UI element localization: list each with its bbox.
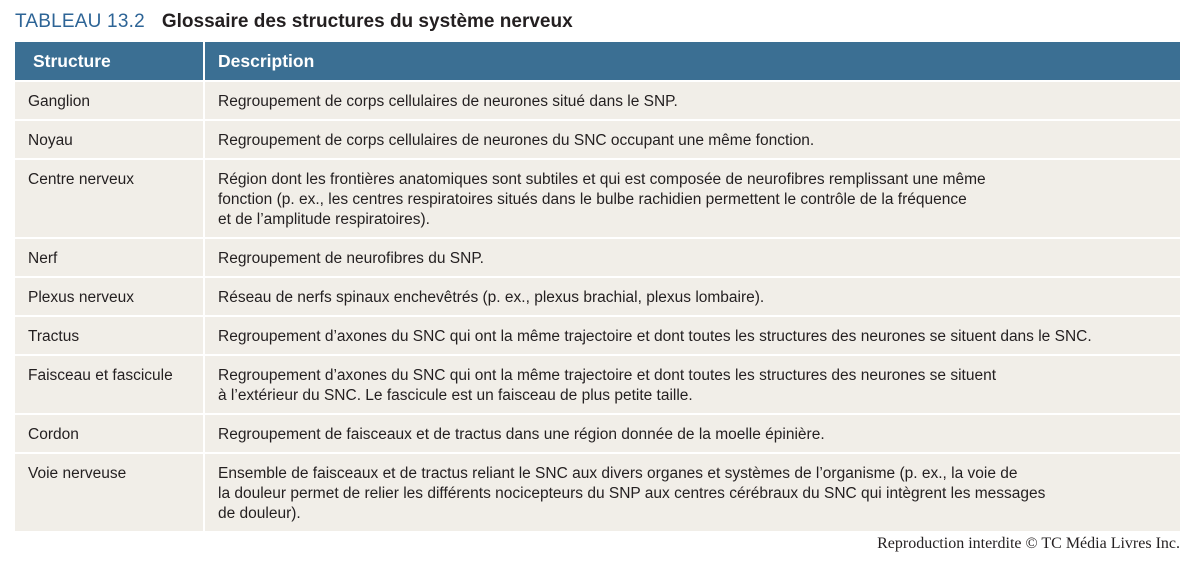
column-header-description: Description [204,42,1180,81]
structure-cell: Centre nerveux [15,158,205,238]
structure-cell: Nerf [15,237,205,277]
description-cell: Regroupement de faisceaux et de tractus … [204,413,1180,453]
description-line: Regroupement de corps cellulaires de neu… [218,93,678,110]
structure-cell: Ganglion [15,80,205,120]
description-line: Région dont les frontières anatomiques s… [218,171,986,188]
table-row: Voie nerveuse Ensemble de faisceaux et de… [15,452,1180,531]
description-line: à l’extérieur du SNC. Le fascicule est u… [218,387,693,404]
description-line: Réseau de nerfs spinaux enchevêtrés (p. … [218,289,765,306]
table-title: Glossaire des structures du système nerv… [161,11,573,32]
description-line: Regroupement d’axones du SNC qui ont la … [218,367,997,384]
table-row: Noyau Regroupement de corps cellulaires d… [15,119,1180,159]
column-header-structure: Structure [15,42,205,81]
description-line: Regroupement de faisceaux et de tractus … [218,426,825,443]
table-caption: TABLEAU 13.2 Glossaire des structures du … [15,10,573,34]
description-line: Regroupement d’axones du SNC qui ont la … [218,328,1092,345]
table-number: TABLEAU 13.2 [15,11,145,32]
description-cell: Regroupement d’axones du SNC qui ont la … [204,354,1180,414]
description-cell: Regroupement d’axones du SNC qui ont la … [204,315,1180,355]
table-row: Ganglion Regroupement de corps cellulaire… [15,80,1180,120]
header-row: Structure Description [15,42,1180,81]
table-row: Plexus nerveux Réseau de nerfs spinaux en… [15,276,1180,316]
structure-cell: Noyau [15,119,205,159]
description-line: et de l’amplitude respiratoires). [218,211,430,228]
table-row: Centre nerveux Région dont les frontières… [15,158,1180,238]
description-line: Regroupement de corps cellulaires de neu… [218,132,815,149]
structure-cell: Plexus nerveux [15,276,205,316]
description-line: Regroupement de neurofibres du SNP. [218,250,484,267]
table-row: Tractus Regroupement d’axones du SNC qui … [15,315,1180,355]
copyright-notice: Reproduction interdite © TC Média Livres… [877,535,1180,552]
description-cell: Regroupement de corps cellulaires de neu… [204,119,1180,159]
structure-cell: Tractus [15,315,205,355]
description-cell: Regroupement de neurofibres du SNP. [204,237,1180,277]
table-header: Structure Description [15,42,1180,81]
description-cell: Regroupement de corps cellulaires de neu… [204,80,1180,120]
description-line: Ensemble de faisceaux et de tractus reli… [218,465,1018,482]
description-cell: Réseau de nerfs spinaux enchevêtrés (p. … [204,276,1180,316]
structure-cell: Voie nerveuse [15,452,205,531]
description-cell: Ensemble de faisceaux et de tractus reli… [204,452,1180,531]
description-line: fonction (p. ex., les centres respiratoi… [218,191,967,208]
table-row: Faisceau et fascicule Regroupement d’axon… [15,354,1180,414]
structure-cell: Cordon [15,413,205,453]
table-row: Nerf Regroupement de neurofibres du SNP. [15,237,1180,277]
structure-cell: Faisceau et fascicule [15,354,205,414]
description-line: de douleur). [218,505,301,522]
description-cell: Région dont les frontières anatomiques s… [204,158,1180,238]
description-line: la douleur permet de relier les différen… [218,485,1046,502]
table-row: Cordon Regroupement de faisceaux et de tr… [15,413,1180,453]
